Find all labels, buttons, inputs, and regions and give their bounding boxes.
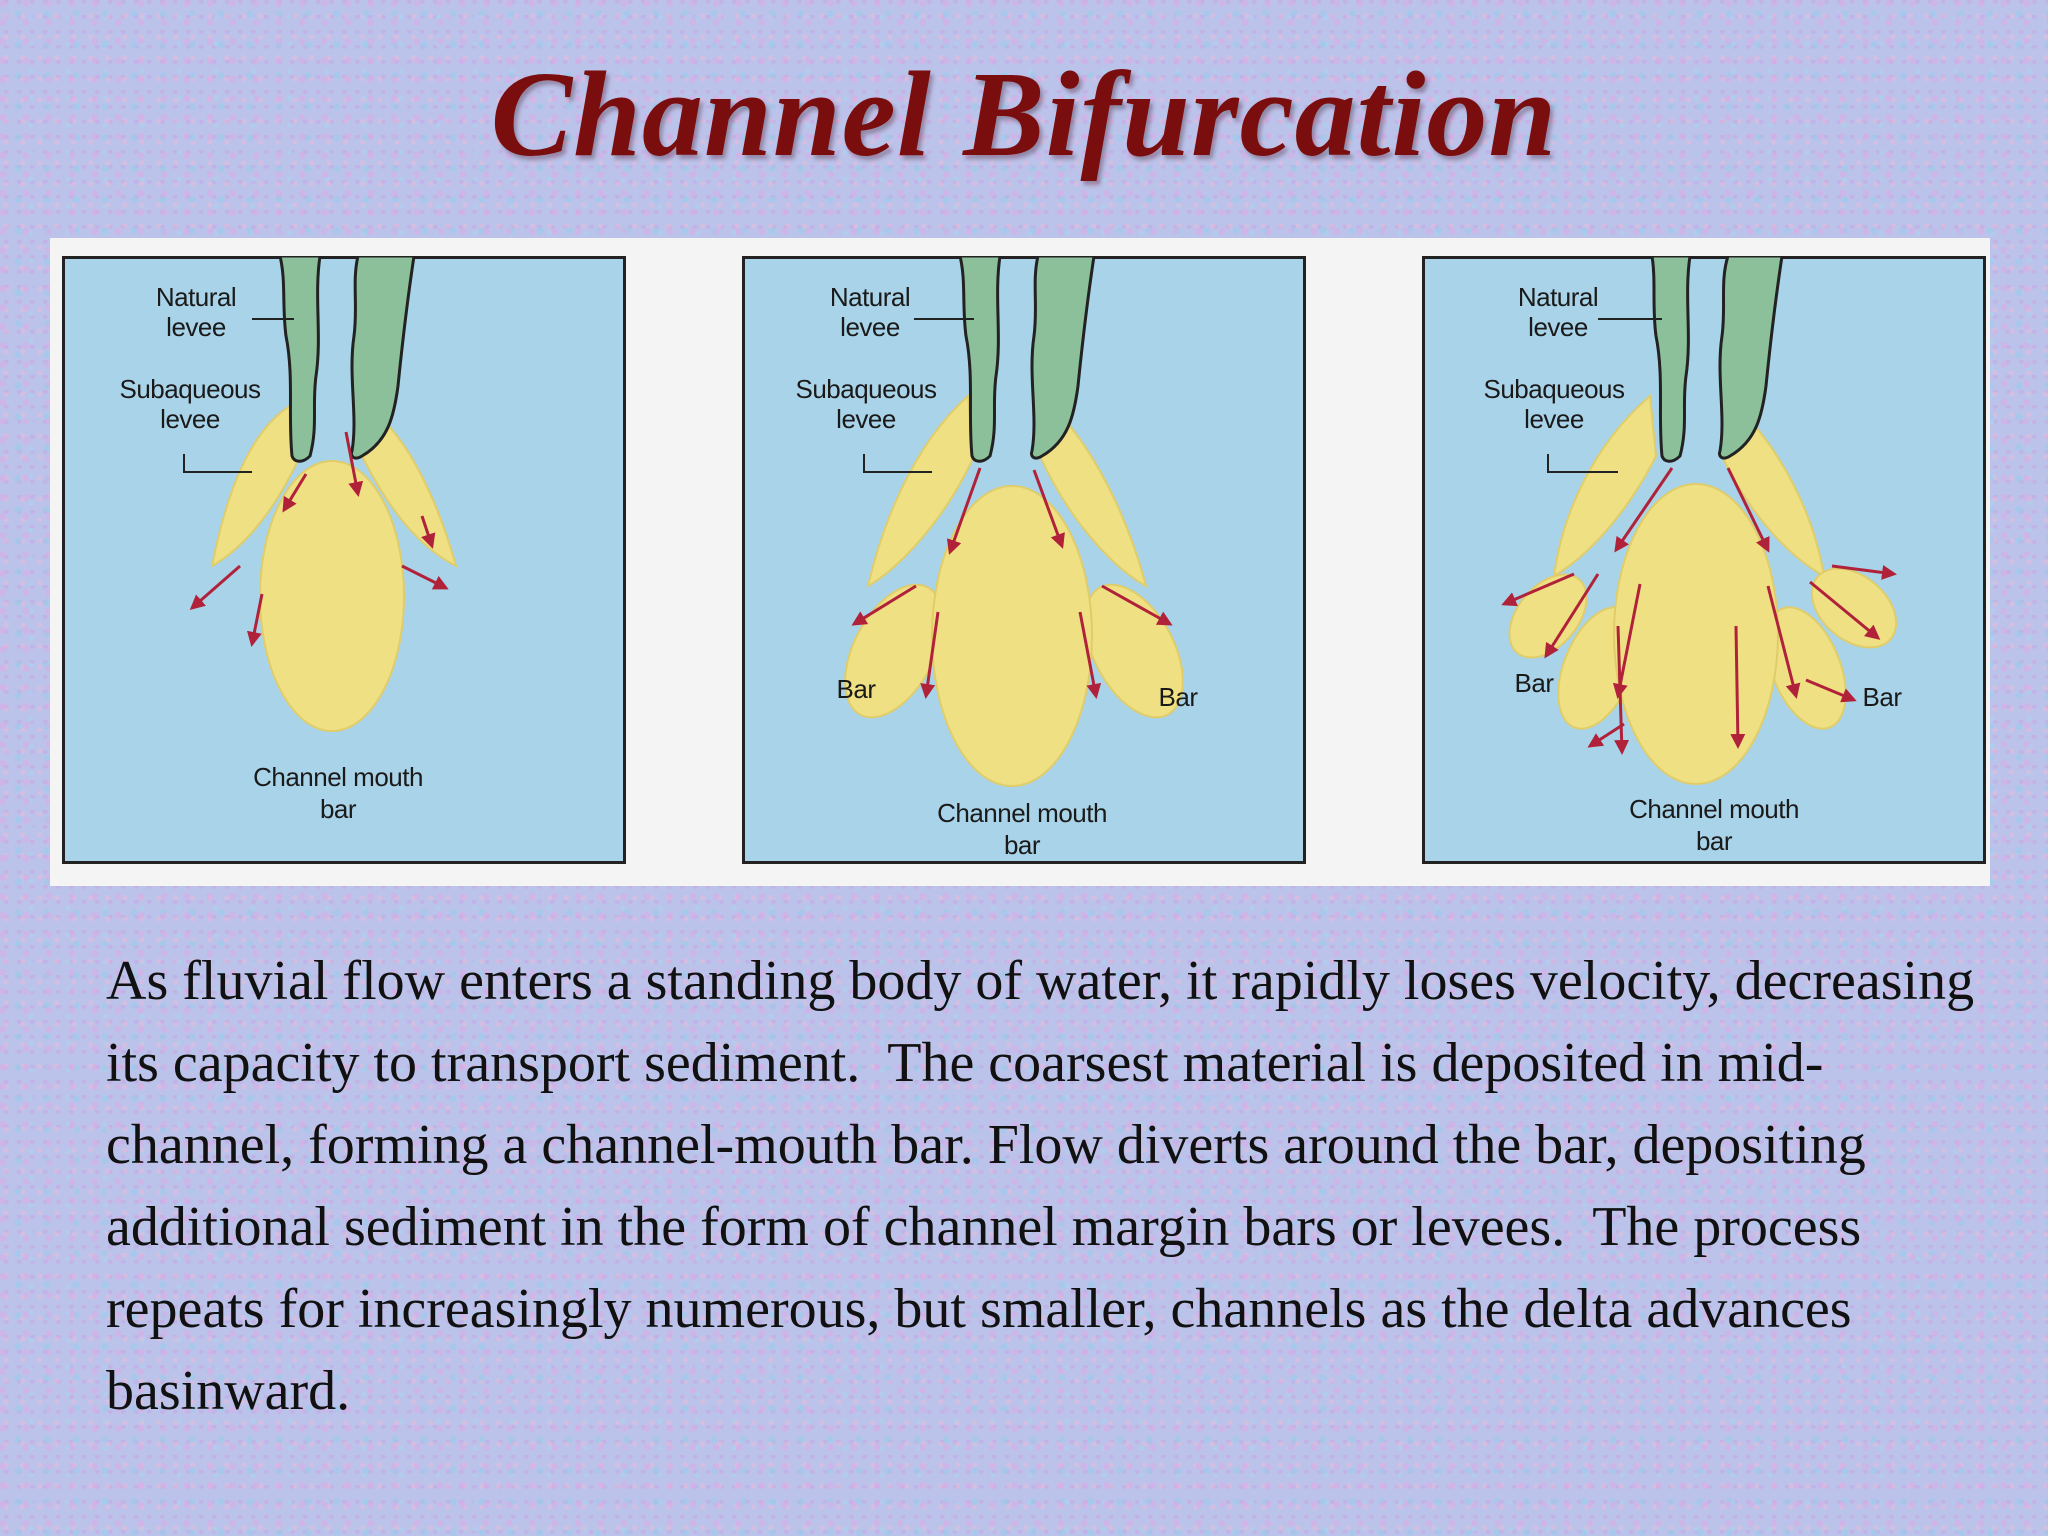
flow-arrows — [1501, 467, 1897, 755]
channel-mouth-bar-label-line1: Channel mouth — [937, 798, 1107, 828]
panel-stage-2: Natural levee Subaqueous levee Bar Bar C… — [742, 256, 1306, 864]
channel-mouth-bar-deposit — [931, 485, 1093, 787]
callout-lines — [1547, 318, 1662, 473]
channel-mouth-bar-label-line1: Channel mouth — [253, 762, 423, 792]
channel-mouth-bar-deposit — [259, 460, 405, 732]
subaqueous-levee-label-line1: Subaqueous — [1483, 374, 1625, 404]
natural-levee-label-line2: levee — [166, 312, 226, 342]
subaqueous-levee-label-line1: Subaqueous — [795, 374, 937, 404]
panel-stage-3: Natural levee Subaqueous levee Bar Bar C… — [1422, 256, 1986, 864]
margin-bar-left-outer — [1508, 573, 1588, 659]
callout-lines — [183, 318, 294, 473]
natural-levee-label-line2: levee — [840, 312, 900, 342]
slide-title: Channel Bifurcation — [490, 47, 1558, 182]
natural-levee-label-line1: Natural — [1518, 282, 1598, 312]
channel-mouth-bar-label-line2: bar — [1004, 830, 1041, 860]
body-paragraph: As fluvial flow enters a standing body o… — [106, 950, 1989, 1422]
natural-levees — [1650, 256, 1784, 463]
channel-mouth-bar-deposit — [1613, 483, 1779, 785]
bar-label-left: Bar — [1515, 668, 1555, 698]
channel-mouth-bar-label-line2: bar — [1696, 826, 1733, 856]
panel-stage-1: Natural levee Subaqueous levee Channel m… — [62, 256, 626, 864]
subaqueous-levee-deposits — [844, 393, 1184, 719]
channel-mouth-bar-label-line2: bar — [320, 794, 357, 824]
natural-levees — [958, 256, 1096, 463]
natural-levee-label-line1: Natural — [830, 282, 910, 312]
callout-lines — [863, 318, 974, 473]
flow-arrows — [851, 467, 1173, 699]
bar-label-right: Bar — [1863, 682, 1903, 712]
subaqueous-levee-deposits — [210, 404, 458, 568]
channel-mouth-bar-label-line1: Channel mouth — [1629, 794, 1799, 824]
subaqueous-levee-label-line2: levee — [160, 404, 220, 434]
subaqueous-levee-label-line2: levee — [836, 404, 896, 434]
subaqueous-levee-label-line1: Subaqueous — [119, 374, 261, 404]
bar-label-right: Bar — [1159, 682, 1199, 712]
subaqueous-levee-label-line2: levee — [1524, 404, 1584, 434]
flow-arrows — [189, 431, 449, 647]
natural-levee-label-line2: levee — [1528, 312, 1588, 342]
natural-levee-label-line1: Natural — [156, 282, 236, 312]
bifurcation-figure: Natural levee Subaqueous levee Channel m… — [50, 238, 1990, 886]
natural-levees — [278, 256, 416, 463]
bar-label-left: Bar — [837, 674, 877, 704]
